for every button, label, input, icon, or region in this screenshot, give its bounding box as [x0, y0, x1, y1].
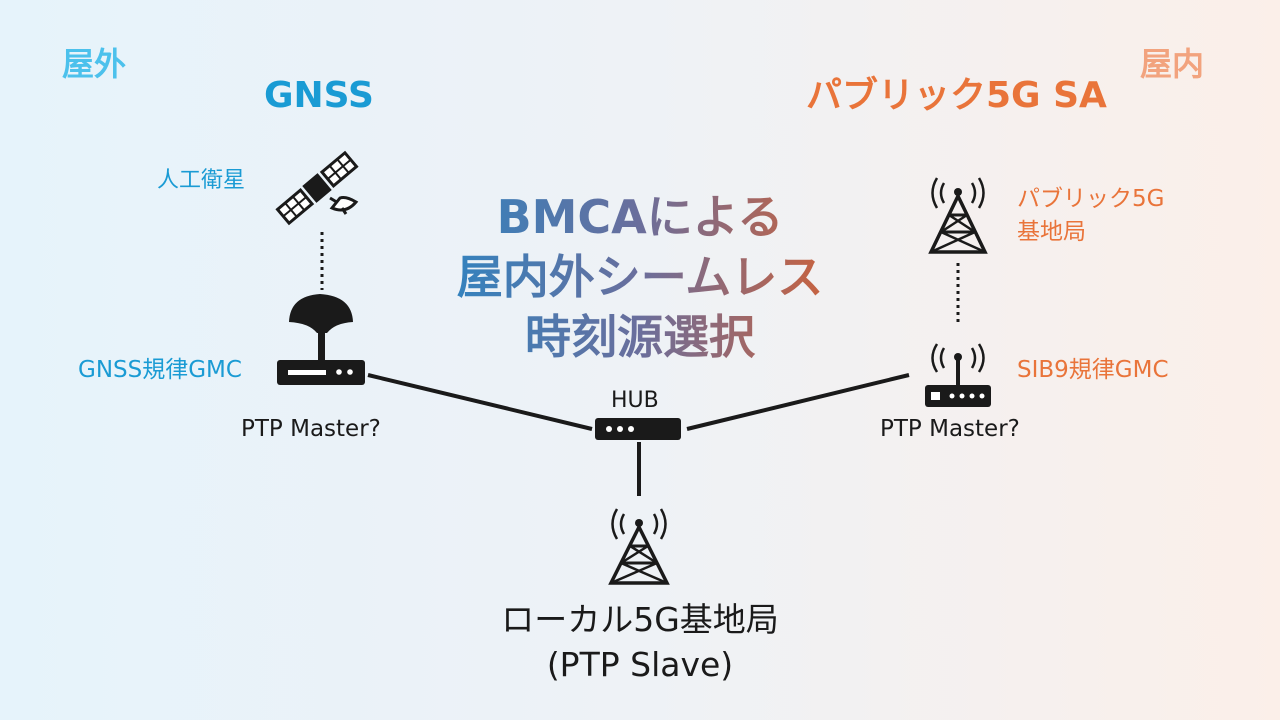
ptp-master-left-label: PTP Master? [241, 416, 381, 442]
hub-label: HUB [611, 388, 659, 413]
local-bs-label-line1: ローカル5G基地局 [501, 600, 779, 639]
indoor-label: 屋内 [1140, 45, 1205, 83]
public-bs-label-line1: パブリック5G [1017, 186, 1165, 212]
sib9-gmc-label: SIB9規律GMC [1017, 357, 1169, 383]
gnss-antenna-icon [289, 294, 353, 362]
ptp-master-right-label: PTP Master? [880, 416, 1020, 442]
gnss-heading: GNSS [264, 75, 374, 116]
sib9-gmc-router-icon [925, 343, 991, 407]
link-sib9-gmc-hub [686, 373, 910, 431]
outdoor-label: 屋外 [62, 45, 127, 83]
local-5g-tower-icon [608, 508, 670, 585]
hub-device-icon [595, 418, 681, 440]
public-bs-label-line2: 基地局 [1017, 219, 1086, 246]
gnss-gmc-label: GNSS規律GMC [78, 357, 242, 383]
gnss-gmc-device-icon [277, 360, 365, 385]
title-line2: 屋内外シームレス [456, 249, 824, 304]
title-line1: BMCAによる [496, 190, 784, 244]
public-bs-label: パブリック5G 基地局 [1017, 183, 1164, 250]
local-bs-label: ローカル5G基地局 (PTP Slave) [485, 598, 795, 687]
public-5g-heading: パブリック5G SA [806, 75, 1107, 116]
satellite-icon [275, 150, 359, 226]
satellite-dish-icon [329, 196, 359, 215]
link-gnss-gmc-hub [367, 373, 593, 431]
local-bs-label-line2: (PTP Slave) [546, 644, 734, 684]
page-title: BMCAによる 屋内外シームレス 時刻源選択 [420, 188, 860, 367]
satellite-label: 人工衛星 [157, 168, 246, 193]
title-line3: 時刻源選択 [525, 309, 755, 364]
public-5g-tower-icon [928, 177, 988, 254]
